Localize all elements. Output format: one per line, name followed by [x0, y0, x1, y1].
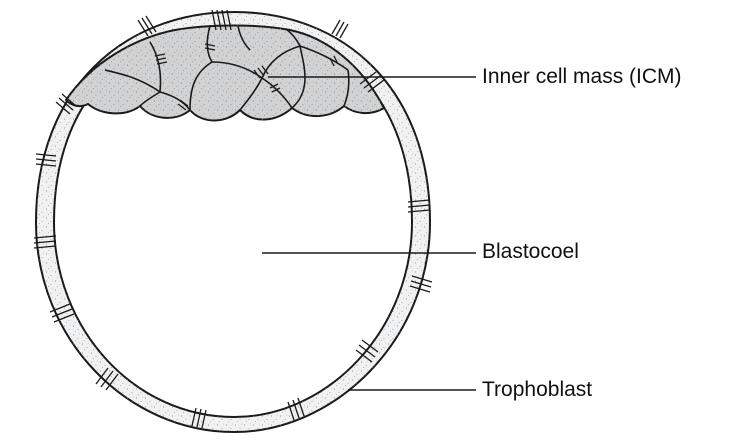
blastocoel-label: Blastocoel — [482, 241, 579, 262]
leader-lines — [262, 77, 476, 390]
trophoblast-label: Trophoblast — [482, 379, 592, 400]
inner-cell-mass-label: Inner cell mass (ICM) — [482, 66, 682, 87]
